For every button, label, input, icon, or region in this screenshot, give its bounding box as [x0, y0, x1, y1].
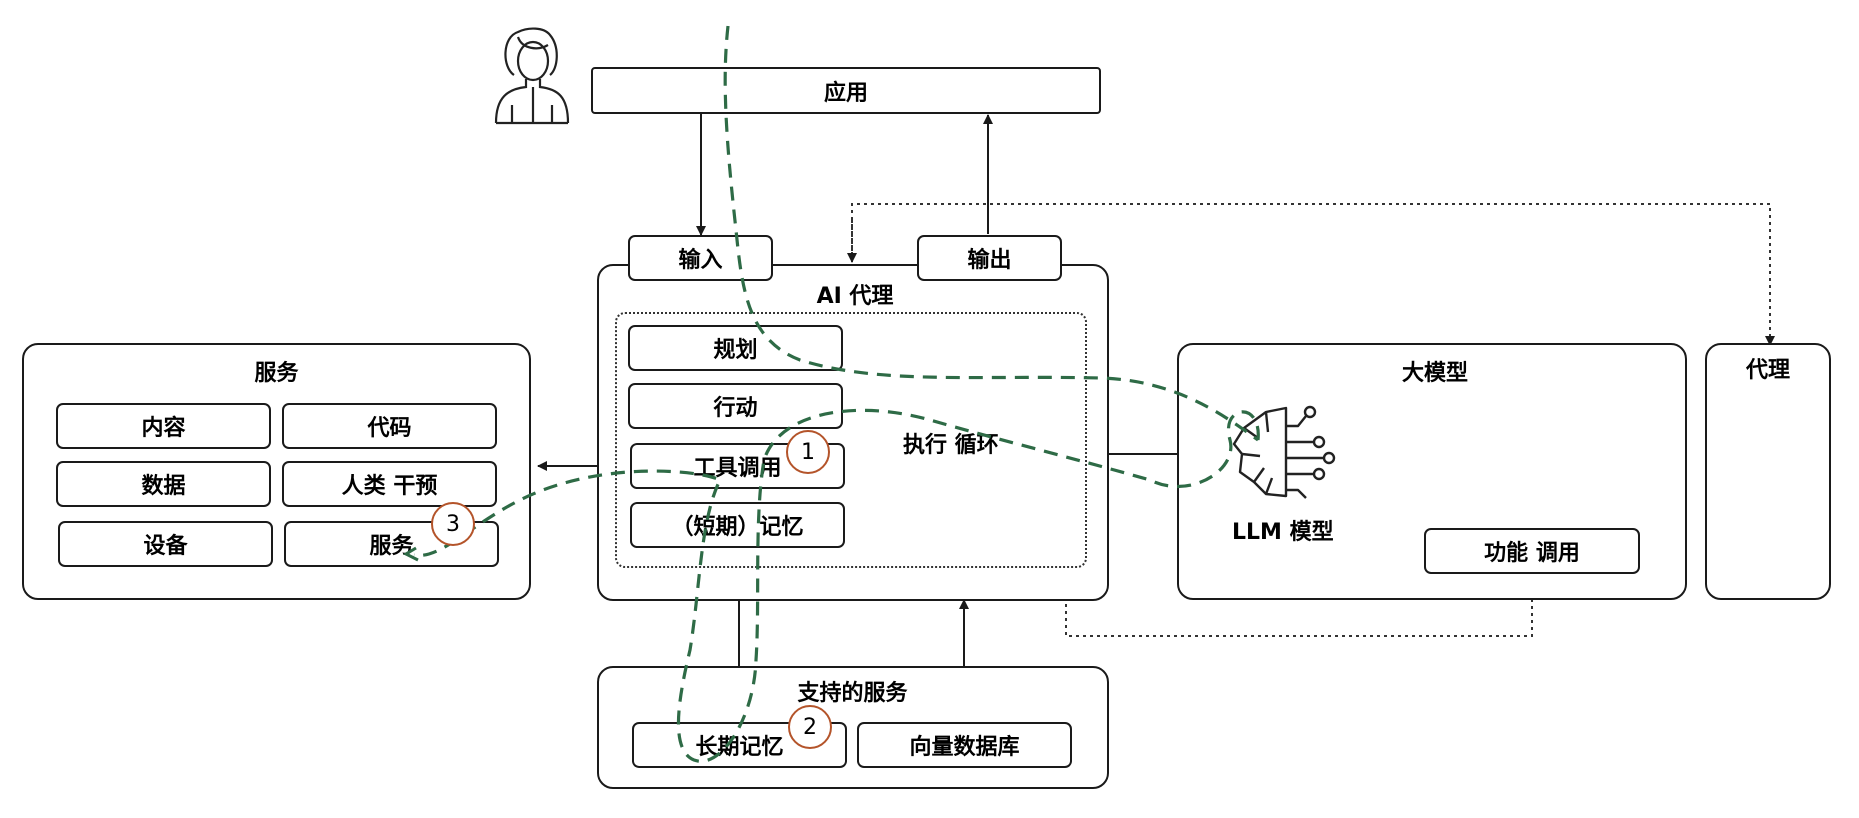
planning-label: 规划	[713, 338, 758, 363]
step-2-badge: 2	[788, 705, 832, 749]
action-label: 行动	[713, 396, 758, 421]
person-icon	[494, 27, 570, 125]
service-item-code[interactable]: 代码	[282, 403, 497, 449]
app-box[interactable]: 应用	[591, 67, 1101, 114]
llm-title: 大模型	[1401, 361, 1468, 386]
service-item-label: 内容	[141, 416, 186, 441]
services-title: 服务	[254, 361, 299, 386]
llm-model-label: LLM 模型	[1232, 520, 1334, 545]
service-item-content[interactable]: 内容	[56, 403, 271, 449]
long-term-memory-label: 长期记忆	[695, 735, 784, 760]
input-box[interactable]: 输入	[628, 235, 773, 281]
short-memory-label: （短期）记忆	[671, 515, 804, 540]
function-call-label: 功能 调用	[1484, 541, 1580, 566]
service-item-label: 设备	[143, 534, 188, 559]
service-item-device[interactable]: 设备	[58, 521, 273, 567]
action-box[interactable]: 行动	[628, 383, 843, 429]
brain-circuit-icon	[1232, 405, 1336, 499]
ai-agent-title: AI 代理	[816, 284, 894, 309]
service-item-human[interactable]: 人类 干预	[282, 461, 497, 507]
service-item-label: 数据	[141, 474, 186, 499]
step-3-badge: 3	[431, 502, 475, 546]
other-agent-box	[1705, 343, 1831, 600]
function-call-box[interactable]: 功能 调用	[1424, 528, 1640, 574]
service-item-label: 服务	[369, 534, 414, 559]
other-agent-title: 代理	[1745, 358, 1790, 383]
vector-db-label: 向量数据库	[909, 735, 1020, 760]
tool-call-label: 工具调用	[693, 456, 782, 481]
vector-db-box[interactable]: 向量数据库	[857, 722, 1072, 768]
short-memory-box[interactable]: （短期）记忆	[630, 502, 845, 548]
app-label: 应用	[823, 80, 868, 106]
support-title: 支持的服务	[797, 681, 908, 706]
output-box[interactable]: 输出	[917, 235, 1062, 281]
service-item-data[interactable]: 数据	[56, 461, 271, 507]
execution-loop-label: 执行 循环	[903, 433, 999, 458]
service-item-label: 代码	[367, 416, 412, 441]
step-1-badge: 1	[786, 430, 830, 474]
output-label: 输出	[967, 248, 1012, 273]
input-label: 输入	[678, 248, 723, 273]
service-item-label: 人类 干预	[341, 474, 438, 499]
planning-box[interactable]: 规划	[628, 325, 843, 371]
